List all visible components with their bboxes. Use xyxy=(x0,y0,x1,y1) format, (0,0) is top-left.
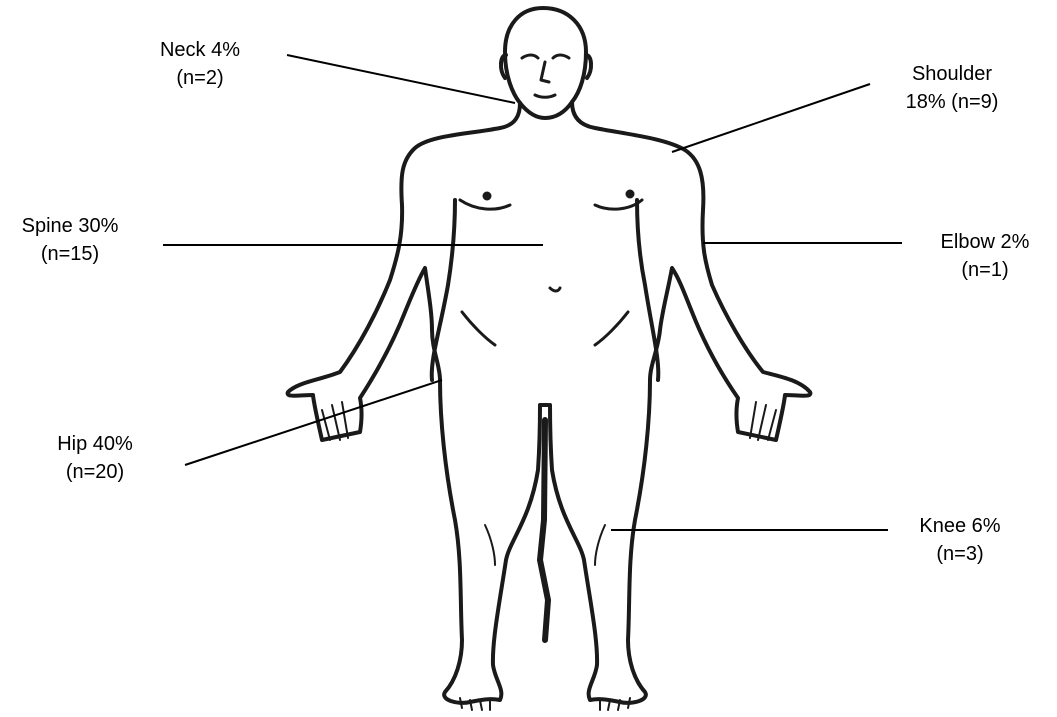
knee-label: Knee 6% (n=3) xyxy=(905,512,1015,568)
hip-label-name: Hip 40% xyxy=(40,430,150,458)
shoulder-label-name: Shoulder xyxy=(882,60,1022,88)
inner-leg-shadow xyxy=(540,420,548,640)
navel xyxy=(550,288,560,291)
shoulder-leader-line xyxy=(672,84,870,152)
hip-leader-line xyxy=(185,380,442,465)
shoulder-label-count: 18% (n=9) xyxy=(882,88,1022,116)
left-hip-crease xyxy=(462,312,495,345)
knee-label-count: (n=3) xyxy=(905,540,1015,568)
right-pec xyxy=(595,200,642,209)
neck-label: Neck 4% (n=2) xyxy=(145,36,255,92)
right-nipple xyxy=(628,192,633,197)
spine-label-count: (n=15) xyxy=(5,240,135,268)
right-eye xyxy=(553,55,569,58)
elbow-label: Elbow 2% (n=1) xyxy=(925,228,1045,284)
elbow-label-name: Elbow 2% xyxy=(925,228,1045,256)
body-right-outline xyxy=(550,102,810,703)
body-left-outline xyxy=(288,103,548,703)
right-knee xyxy=(595,525,605,565)
knee-label-name: Knee 6% xyxy=(905,512,1015,540)
spine-label-name: Spine 30% xyxy=(5,212,135,240)
left-eye xyxy=(522,55,538,58)
shoulder-label: Shoulder 18% (n=9) xyxy=(882,60,1022,116)
neck-leader-line xyxy=(287,55,515,103)
neck-label-name: Neck 4% xyxy=(145,36,255,64)
spine-label: Spine 30% (n=15) xyxy=(5,212,135,268)
nose xyxy=(541,62,549,82)
neck-label-count: (n=2) xyxy=(145,64,255,92)
right-hip-crease xyxy=(595,312,628,345)
right-inner-arm xyxy=(637,200,658,380)
hip-label-count: (n=20) xyxy=(40,458,150,486)
left-nipple xyxy=(485,194,490,199)
elbow-label-count: (n=1) xyxy=(925,256,1045,284)
left-pec xyxy=(460,200,510,209)
hip-label: Hip 40% (n=20) xyxy=(40,430,150,486)
human-body-front-outline-icon xyxy=(288,8,811,710)
mouth xyxy=(535,95,555,97)
left-knee xyxy=(485,525,495,565)
left-inner-arm xyxy=(432,200,455,380)
